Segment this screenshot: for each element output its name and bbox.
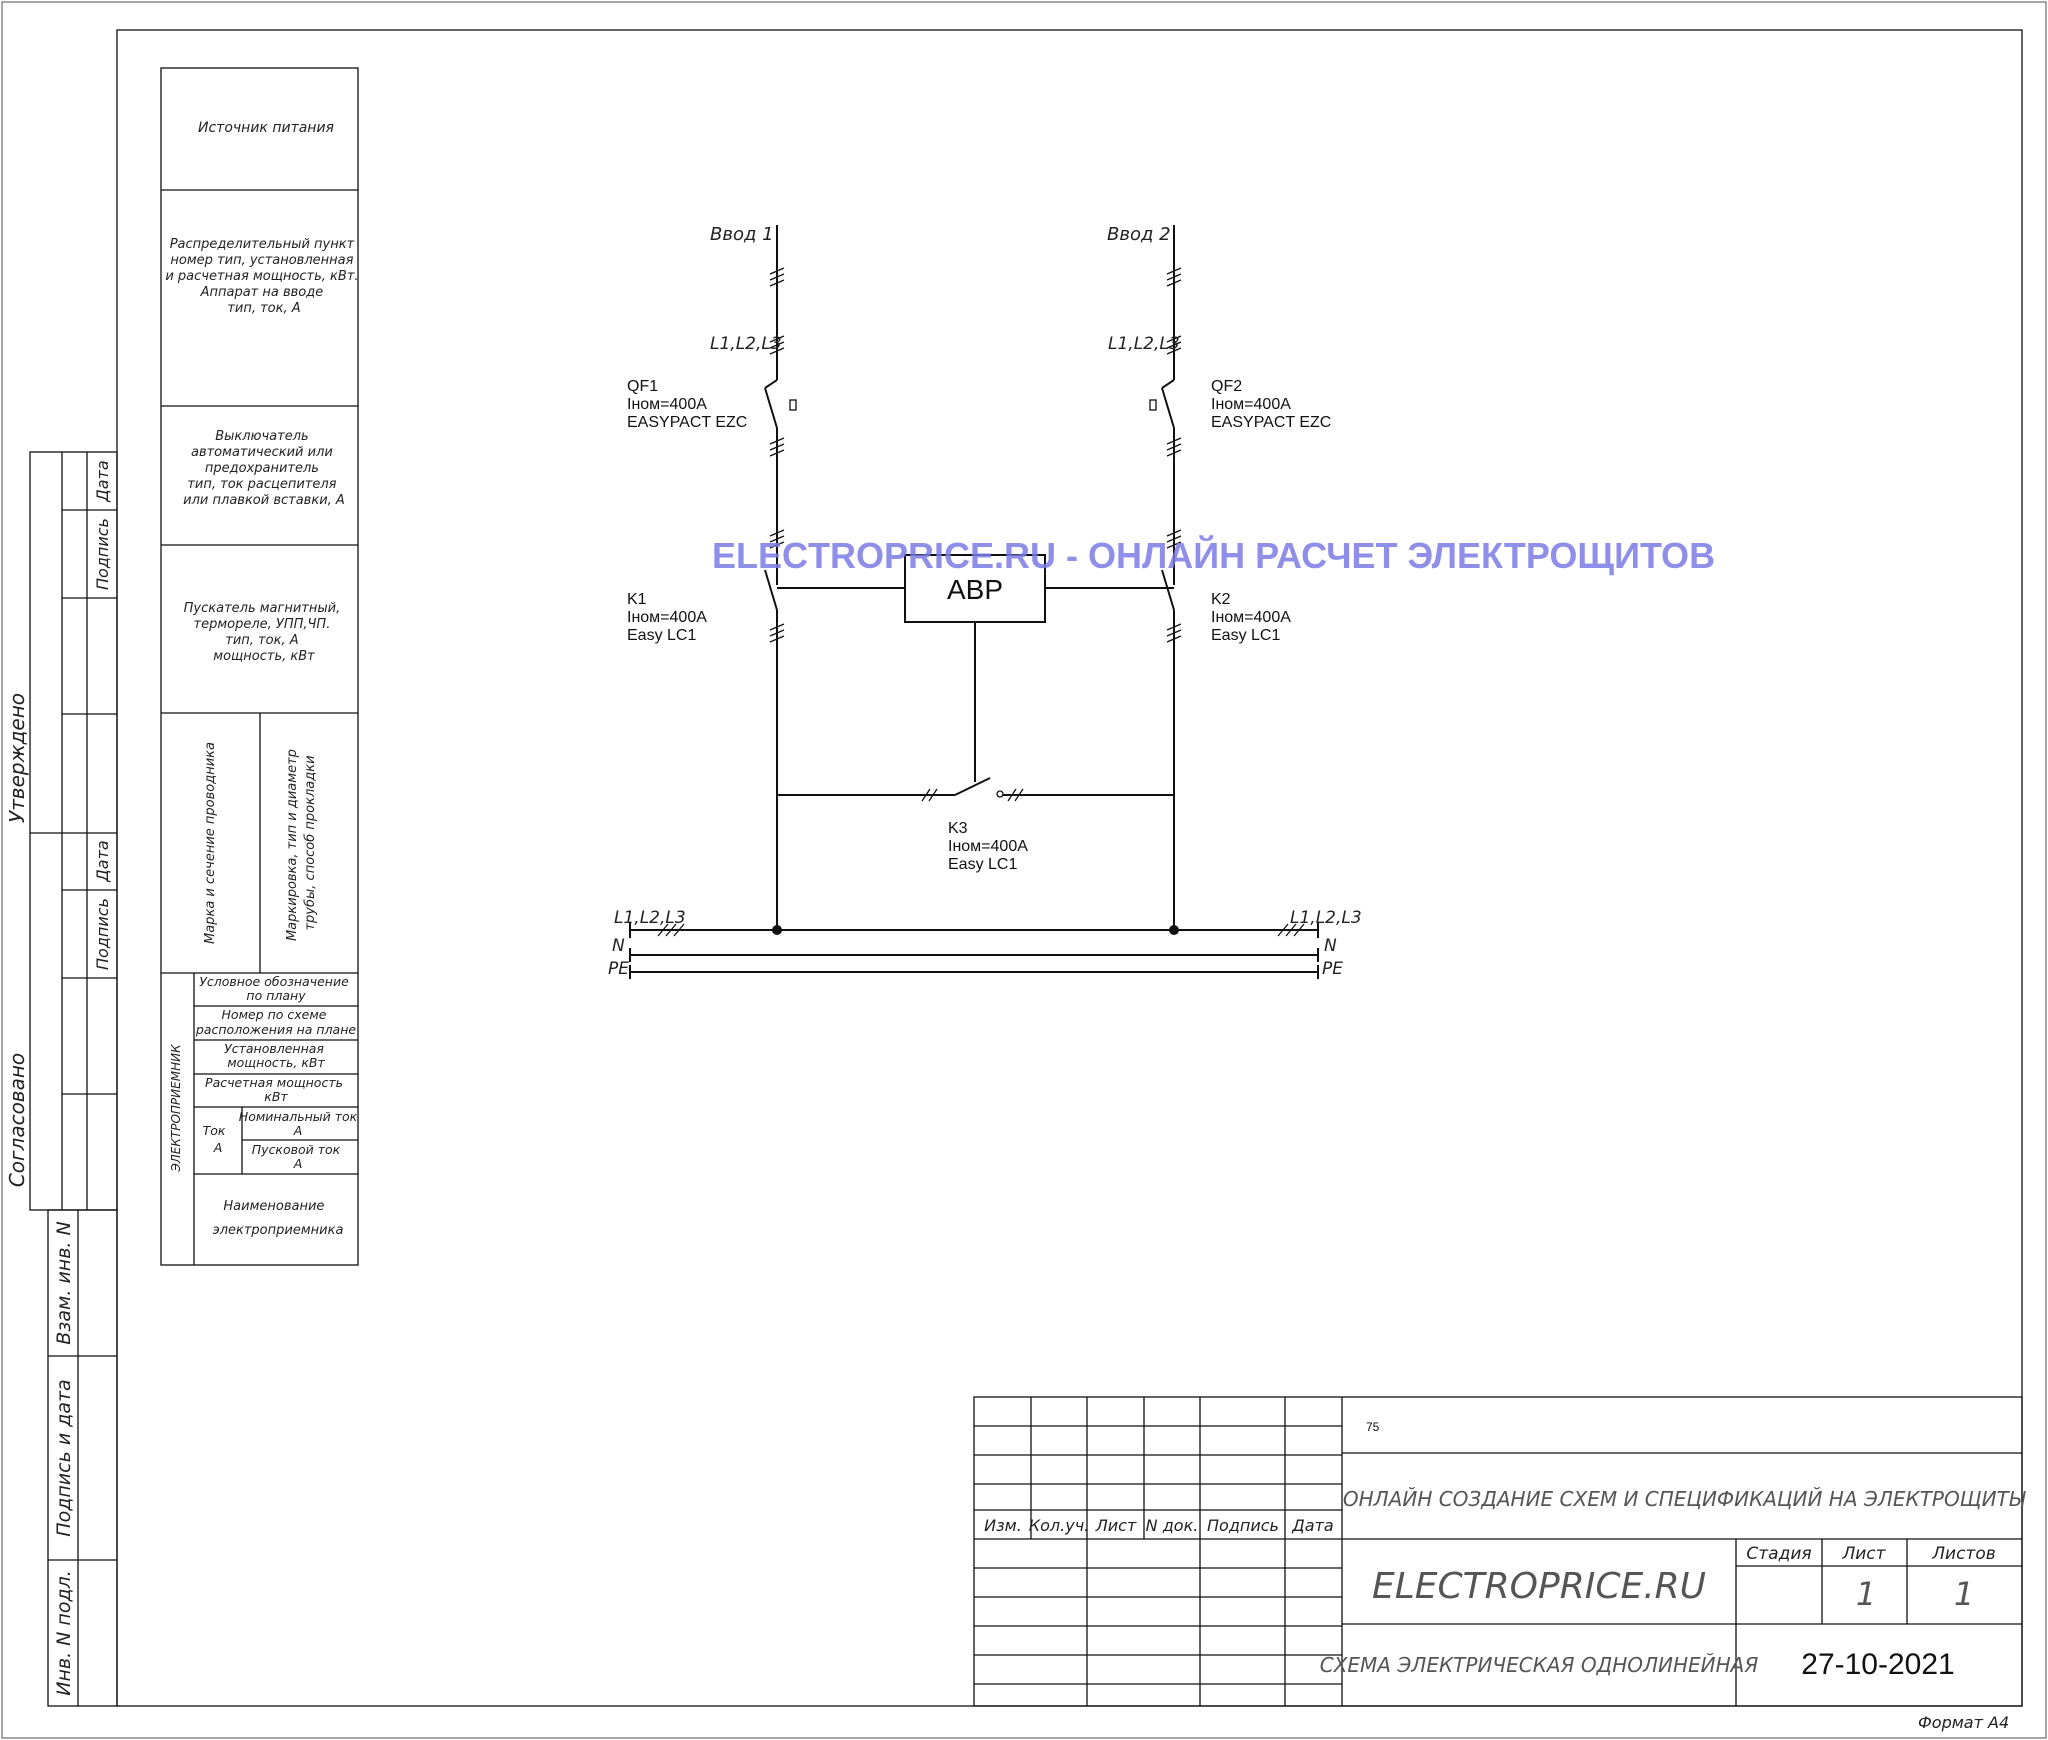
sheet-label: Лист: [1841, 1544, 1886, 1564]
inv-orig-label: Инв. N подл.: [53, 1570, 75, 1696]
qf2-label: QF2 Iном=400A EASYPACT EZC: [1211, 378, 1331, 431]
installed-power-label: Установленная мощность, кВт: [224, 1041, 328, 1070]
sheets-label: Листов: [1931, 1544, 1996, 1564]
company-name: ELECTROPRICE.RU: [1372, 1566, 1706, 1607]
k3-label: K3 Iном=400A Easy LC1: [948, 820, 1031, 873]
sheet-value: 1: [1856, 1575, 1876, 1613]
format-label: Формат А4: [1918, 1713, 2009, 1732]
start-current-label: Пусковой ток А: [252, 1142, 344, 1171]
drawing-date: 27-10-2021: [1801, 1648, 1954, 1681]
sheets-value: 1: [1954, 1575, 1974, 1613]
agreed-label: Согласовано: [5, 1053, 29, 1187]
scheme-number-label: Номер по схеме расположения на плане: [195, 1007, 356, 1037]
inv-repl-label: Взам. инв. N: [53, 1221, 75, 1344]
bus-junction-1: [772, 925, 782, 935]
date2-label: Дата: [93, 840, 112, 882]
stage-label: Стадия: [1746, 1544, 1811, 1564]
dist-point-label: Распределительный пункт номер тип, устан…: [165, 237, 362, 316]
title-block: Изм. Кол.уч. Лист N док. Подпись Дата 75…: [973, 1396, 2027, 1707]
source-label: Источник питания: [198, 120, 334, 136]
neutral-left: N: [612, 936, 625, 956]
k3-contact: [954, 777, 991, 796]
avr-label: АВР: [947, 574, 1003, 605]
input2-phases: L1,L2,L3: [1108, 334, 1180, 354]
col-header-sheet: Лист: [1095, 1516, 1137, 1535]
col-header-sign: Подпись: [1207, 1516, 1279, 1535]
breaker-label: Выключатель автоматический или предохран…: [183, 429, 345, 508]
receiver-vertical-label: ЭЛЕКТРОПРИЕМНИК: [169, 1044, 183, 1173]
neutral-right: N: [1324, 936, 1337, 956]
current-label: Ток А: [203, 1123, 230, 1155]
sign2-label: Подпись: [93, 898, 112, 970]
pe-left: PE: [608, 959, 629, 979]
input1-tick-marks: [769, 267, 785, 287]
side-stamp: Утверждено Согласовано Дата Подпись Дата…: [5, 451, 118, 1707]
single-line-diagram: АВР Ввод 1 Ввод 2 L1,L2,L3 L1,L2,L3 QF1 …: [608, 224, 1362, 979]
k1-label: K1 Iном=400A Easy LC1: [627, 591, 710, 644]
left-info-panel: Источник питания Распределительный пункт…: [160, 67, 362, 1266]
approved-label: Утверждено: [5, 693, 29, 823]
project-title: ОНЛАЙН СОЗДАНИЕ СХЕМ И СПЕЦИФИКАЦИЙ НА Э…: [1343, 1487, 2027, 1511]
col-header-date: Дата: [1291, 1516, 1333, 1535]
input1-label: Ввод 1: [710, 224, 774, 245]
col-header-count: Кол.уч.: [1029, 1516, 1089, 1535]
sign1-label: Подпись: [93, 518, 112, 590]
pe-right: PE: [1322, 959, 1343, 979]
drawing-title: СХЕМА ЭЛЕКТРИЧЕСКАЯ ОДНОЛИНЕЙНАЯ: [1320, 1653, 1759, 1677]
sheet-code: 75: [1366, 1420, 1380, 1434]
k2-label: K2 Iном=400A Easy LC1: [1211, 591, 1294, 644]
qf1-label: QF1 Iном=400A EASYPACT EZC: [627, 378, 747, 431]
plan-symbol-label: Условное обозначение по плану: [199, 974, 353, 1003]
bus-phases-left: L1,L2,L3: [614, 908, 686, 928]
k2-contact: [1161, 569, 1175, 611]
receiver-name-label: Наименование электроприемника: [213, 1199, 344, 1238]
wire-brand-label: Марка и сечение проводника: [203, 742, 218, 944]
input1-phases: L1,L2,L3: [710, 334, 782, 354]
calc-power-label: Расчетная мощность кВт: [205, 1075, 347, 1104]
input2-label: Ввод 2: [1107, 224, 1171, 245]
k1-contact: [764, 569, 778, 611]
wire-marking-label: Маркировка, тип и диаметр трубы, способ …: [285, 745, 318, 941]
bus-junction-2: [1169, 925, 1179, 935]
qf1-contact: [764, 387, 778, 429]
col-header-change: Изм.: [984, 1516, 1022, 1535]
date1-label: Дата: [93, 460, 112, 502]
bus-phases-right: L1,L2,L3: [1290, 908, 1362, 928]
watermark: ELECTROPRICE.RU - ОНЛАЙН РАСЧЕТ ЭЛЕКТРОЩ…: [712, 534, 1715, 576]
col-header-doc: N док.: [1146, 1516, 1199, 1535]
starter-label: Пускатель магнитный, термореле, УПП,ЧП. …: [184, 601, 345, 664]
sign-date-label: Подпись и дата: [53, 1379, 75, 1536]
nominal-current-label: Номинальный ток А: [239, 1109, 361, 1138]
qf2-contact: [1161, 387, 1175, 429]
